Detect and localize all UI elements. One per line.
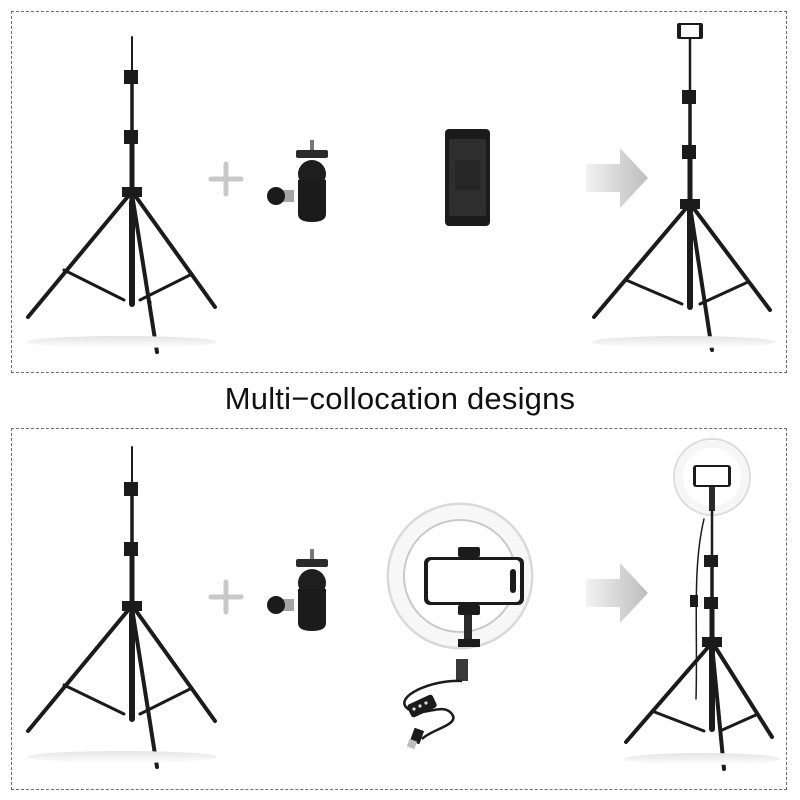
floor-shadow (592, 336, 776, 348)
floor-shadow (27, 336, 217, 348)
tripod-with-ring-light-icon (624, 438, 774, 771)
ring-light-icon (386, 502, 534, 750)
plus-icon (208, 579, 244, 615)
combo-panel-phone (11, 11, 787, 373)
arrow-right-icon (586, 563, 648, 623)
floor-shadow (27, 751, 217, 763)
tripod-with-phone-icon (592, 23, 772, 352)
floor-shadow (624, 753, 780, 765)
arrow-right-icon (586, 148, 648, 208)
combo-illustration-phone (26, 23, 776, 354)
section-heading: Multi−collocation designs (224, 381, 576, 416)
phone-clip-icon (445, 129, 490, 226)
ball-head-mount-icon (267, 140, 328, 222)
ball-head-mount-icon (267, 549, 328, 631)
combo-illustration-ring-light (26, 438, 780, 771)
tripod-stand-icon (26, 36, 217, 354)
plus-icon (208, 161, 244, 197)
tripod-stand-icon (26, 446, 217, 769)
combo-panel-ring-light (11, 428, 787, 790)
